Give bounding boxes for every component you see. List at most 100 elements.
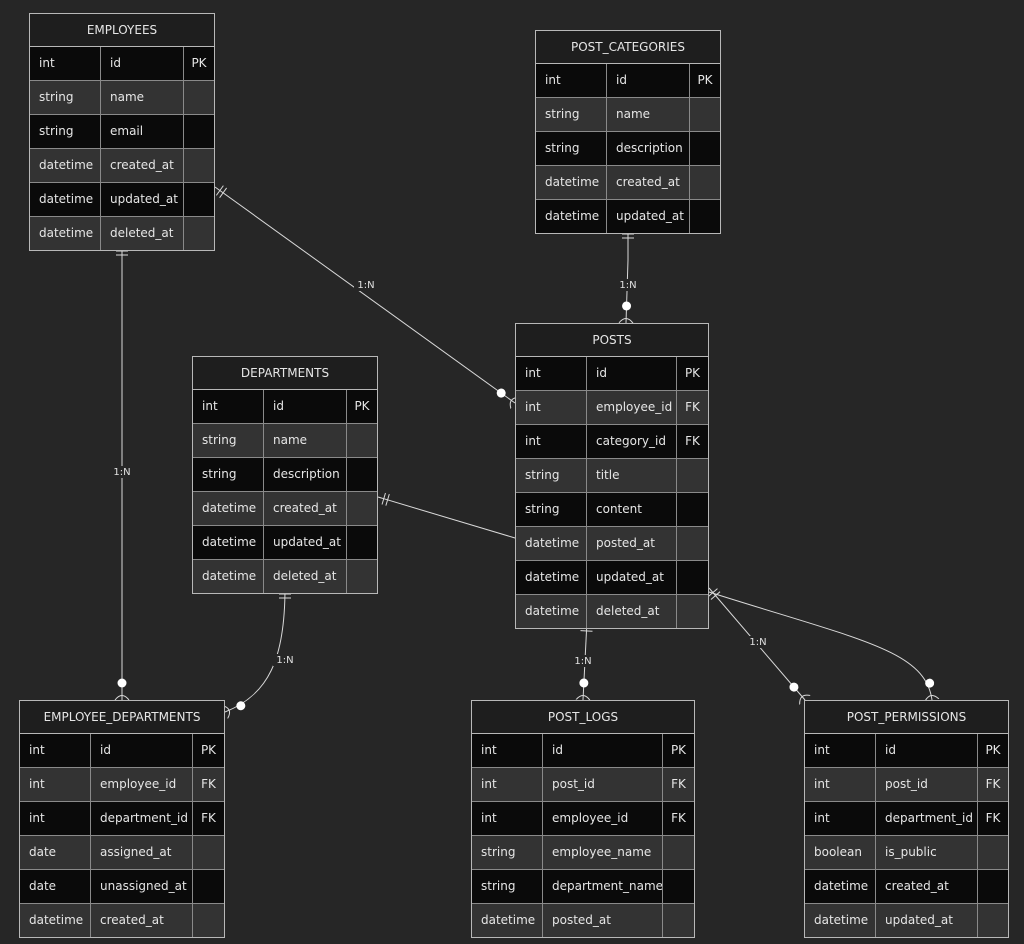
attribute-key xyxy=(676,595,708,628)
attribute-key xyxy=(346,492,377,525)
attribute-row: string title xyxy=(516,458,708,492)
attribute-type: string xyxy=(525,468,560,482)
attribute-name: is_public xyxy=(875,836,977,869)
attribute-key: PK xyxy=(676,357,708,390)
entity-title: DEPARTMENTS xyxy=(193,357,377,390)
attribute-name: post_id xyxy=(875,768,977,801)
attribute-name: created_at xyxy=(100,149,183,182)
attribute-type: int xyxy=(29,811,45,825)
label-posts-permissions: 1:N xyxy=(749,637,766,648)
entity-title: POST_LOGS xyxy=(472,701,694,734)
attribute-key: PK xyxy=(183,47,214,80)
attribute-type: string xyxy=(525,502,560,516)
attribute-type: int xyxy=(814,777,830,791)
attribute-type: datetime xyxy=(481,913,536,927)
attribute-key: PK xyxy=(977,734,1008,767)
attribute-name: created_at xyxy=(875,870,977,903)
attribute-key xyxy=(676,527,708,560)
attribute-name: name xyxy=(100,81,183,114)
link-categories-posts xyxy=(626,228,628,323)
attribute-key: FK xyxy=(676,391,708,424)
attribute-row: datetime created_at xyxy=(805,869,1008,903)
attribute-name: posted_at xyxy=(586,527,676,560)
attribute-row: string content xyxy=(516,492,708,526)
attribute-name: email xyxy=(100,115,183,148)
attribute-key xyxy=(662,870,694,903)
attribute-key: PK xyxy=(192,734,224,767)
attribute-name: id xyxy=(542,734,662,767)
attribute-type: datetime xyxy=(202,535,257,549)
attribute-key xyxy=(676,561,708,594)
attribute-name: employee_id xyxy=(586,391,676,424)
attribute-key xyxy=(183,217,214,250)
attribute-type: int xyxy=(525,400,541,414)
attribute-type: int xyxy=(525,366,541,380)
attribute-type: datetime xyxy=(814,879,869,893)
link-posts-permissions-2 xyxy=(708,591,932,700)
attribute-key xyxy=(676,493,708,526)
attribute-type: datetime xyxy=(39,192,94,206)
attribute-key: PK xyxy=(662,734,694,767)
attribute-key xyxy=(346,560,377,593)
attribute-type: string xyxy=(202,467,237,481)
attribute-name: description xyxy=(606,132,689,165)
attribute-name: created_at xyxy=(263,492,346,525)
attribute-type: int xyxy=(29,743,45,757)
attribute-type: date xyxy=(29,879,57,893)
attribute-name: updated_at xyxy=(263,526,346,559)
attribute-name: id xyxy=(263,390,346,423)
attribute-key: PK xyxy=(689,64,720,97)
attribute-type: int xyxy=(814,743,830,757)
attribute-key xyxy=(689,98,720,131)
link-departments-empdept xyxy=(225,587,285,712)
entity-title: POSTS xyxy=(516,324,708,357)
attribute-name: department_name xyxy=(542,870,662,903)
attribute-name: title xyxy=(586,459,676,492)
attribute-key xyxy=(662,904,694,937)
entity-title: POST_CATEGORIES xyxy=(536,31,720,64)
attribute-name: employee_name xyxy=(542,836,662,869)
label-posts-logs: 1:N xyxy=(574,656,591,667)
label-employees-posts: 1:N xyxy=(357,280,374,291)
attribute-key xyxy=(346,458,377,491)
attribute-type: int xyxy=(545,73,561,87)
attribute-name: deleted_at xyxy=(263,560,346,593)
attribute-type: datetime xyxy=(202,501,257,515)
link-departments-permissions xyxy=(377,492,516,539)
attribute-type: datetime xyxy=(39,226,94,240)
attribute-key xyxy=(183,149,214,182)
attribute-key xyxy=(183,183,214,216)
attribute-row: datetime updated_at xyxy=(193,525,377,559)
attribute-name: content xyxy=(586,493,676,526)
attribute-name: department_id xyxy=(90,802,192,835)
label-categories-posts: 1:N xyxy=(619,280,636,291)
attribute-type: datetime xyxy=(39,158,94,172)
attribute-key: FK xyxy=(977,768,1008,801)
